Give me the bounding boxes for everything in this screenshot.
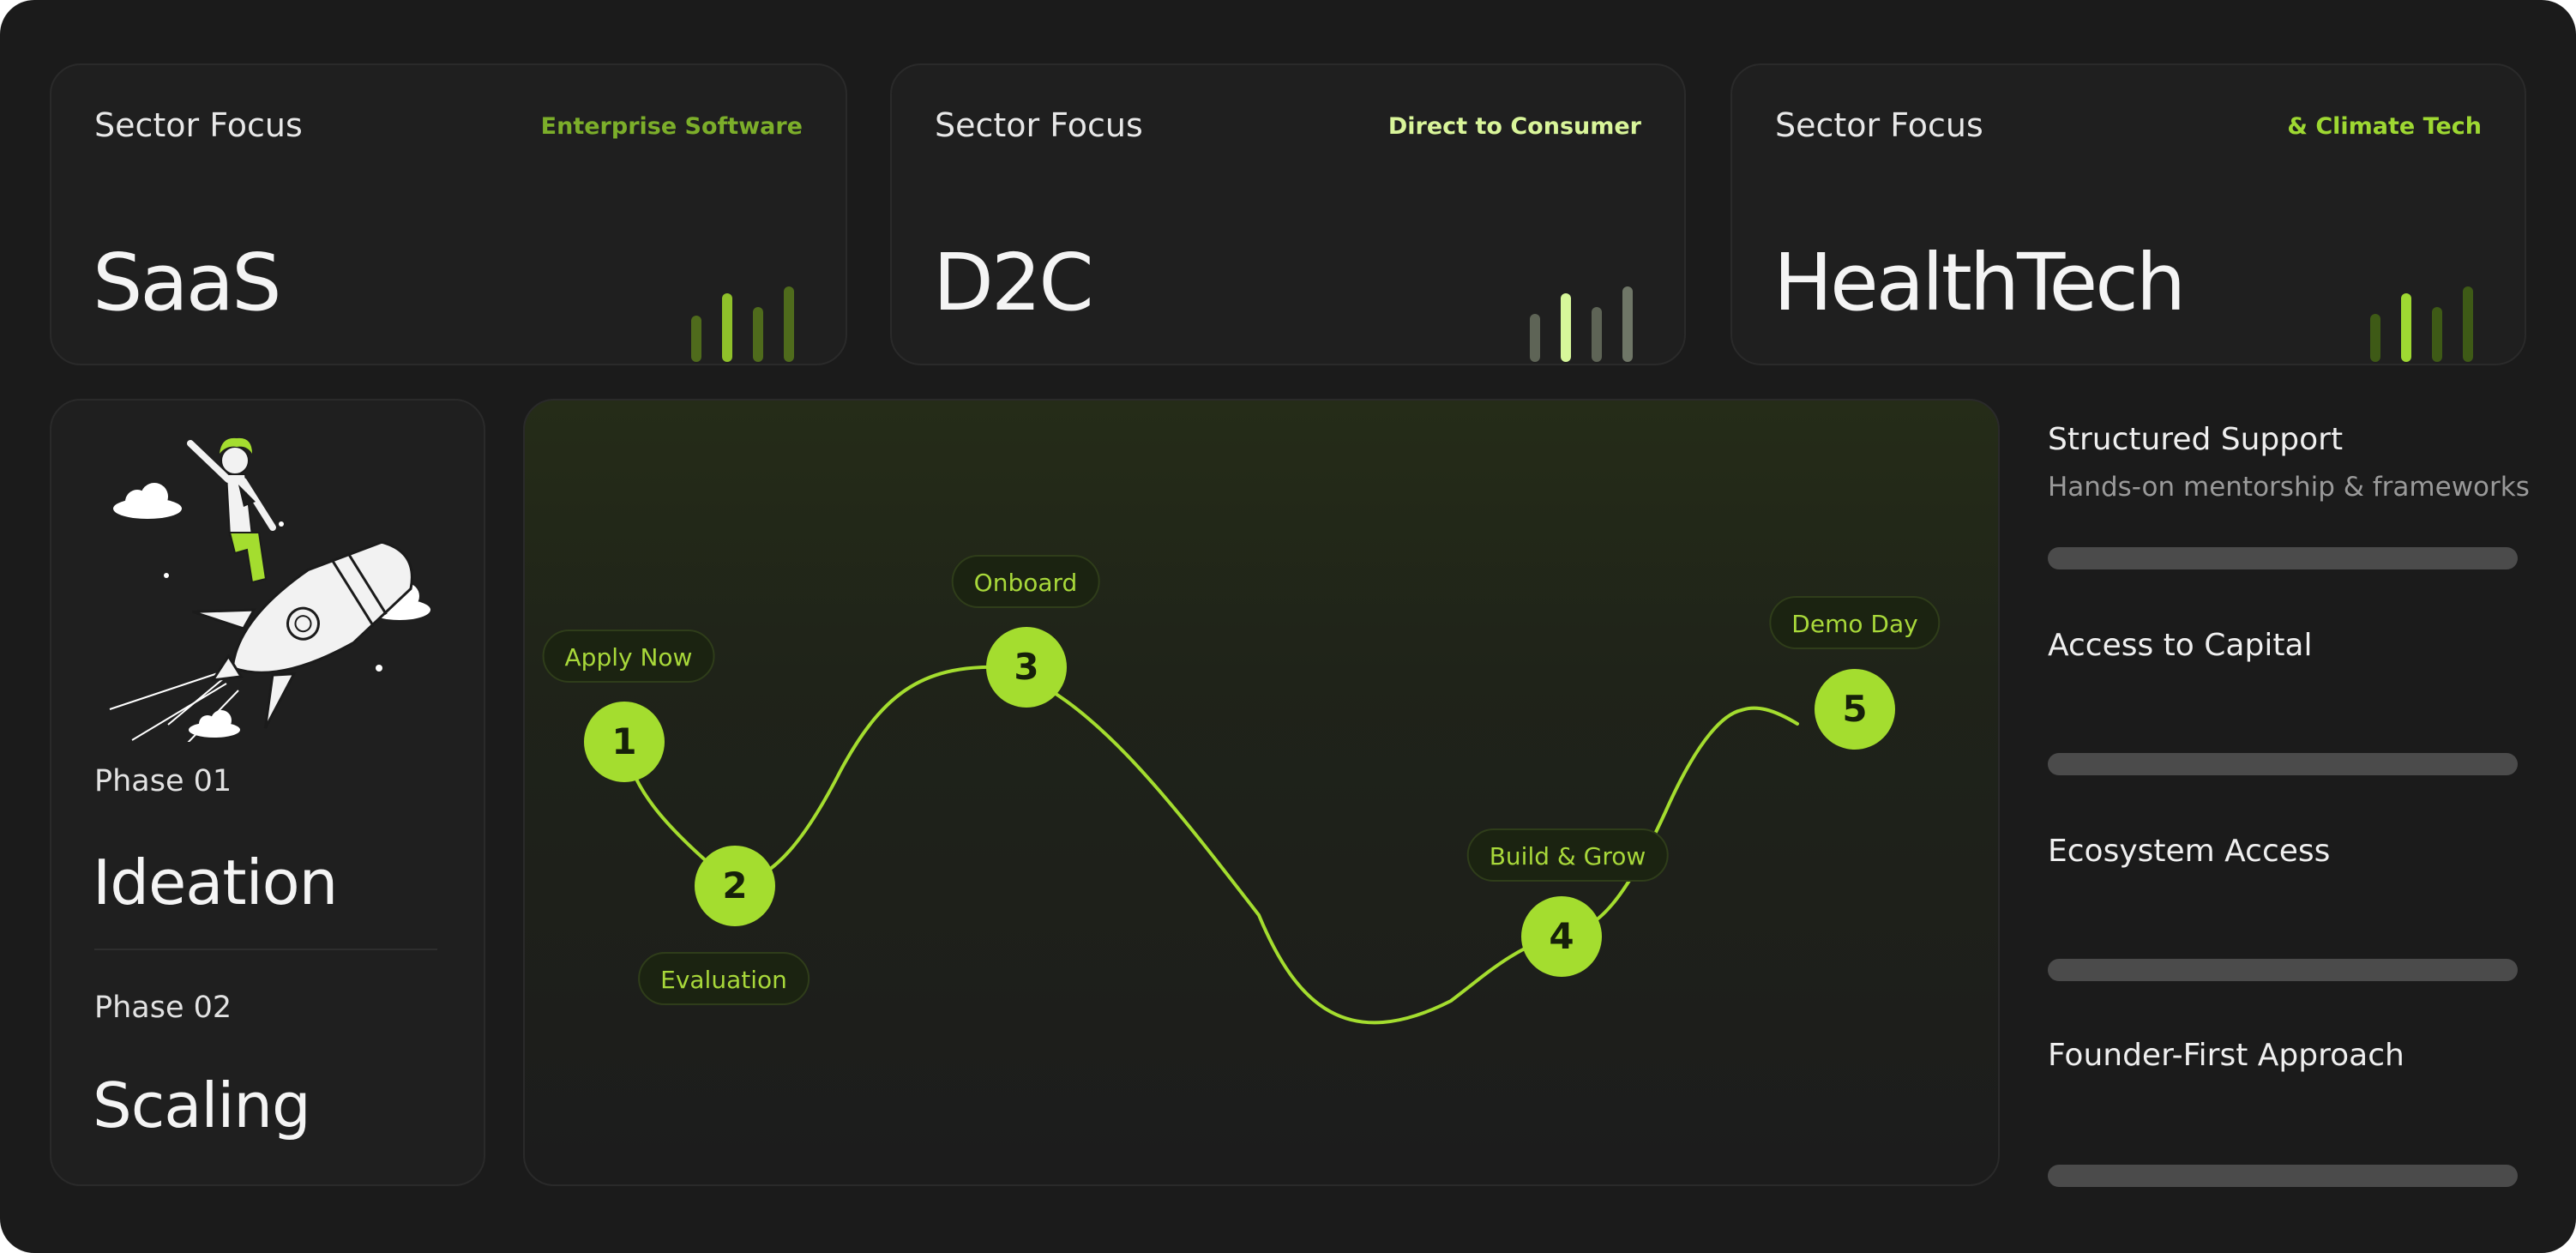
- step-node-5[interactable]: 5: [1815, 669, 1895, 750]
- cloud-icon: [189, 710, 240, 738]
- step-node-4[interactable]: 4: [1521, 896, 1602, 977]
- founder-icon: [187, 437, 276, 584]
- feature-progress-bar: [2048, 753, 2518, 775]
- feature-title-ecosystem-access: Ecosystem Access: [2048, 834, 2331, 869]
- step-pill-demo-day[interactable]: Demo Day: [1769, 596, 1941, 649]
- phase-card: Phase 01 Ideation Phase 02 Scaling: [50, 399, 485, 1186]
- journey-path: [622, 665, 1799, 1025]
- feature-progress-bar: [2048, 1165, 2518, 1187]
- sector-name: D2C: [933, 237, 1094, 328]
- step-pill-build-grow[interactable]: Build & Grow: [1466, 828, 1669, 882]
- rocket-illustration: [109, 437, 430, 742]
- step-node-1[interactable]: 1: [584, 702, 665, 782]
- sector-name: SaaS: [93, 237, 282, 328]
- sector-tag: & Climate Tech: [2287, 113, 2482, 140]
- sector-tag: Direct to Consumer: [1387, 113, 1641, 140]
- feature-progress-bar: [2048, 547, 2518, 569]
- feature-title-access-to-capital: Access to Capital: [2048, 628, 2313, 663]
- feature-title-founder-first: Founder-First Approach: [2048, 1038, 2404, 1073]
- signal-bars-icon: [2370, 225, 2478, 362]
- signal-bars-icon: [1530, 225, 1638, 362]
- phase-title: Ideation: [93, 846, 338, 919]
- sector-label: Sector Focus: [935, 106, 1143, 144]
- signal-bars-icon: [691, 225, 799, 362]
- phase-label: Phase 01: [94, 764, 232, 798]
- step-pill-evaluation[interactable]: Evaluation: [638, 952, 810, 1005]
- phase-label: Phase 02: [94, 991, 232, 1025]
- feature-title-structured-support: Structured Support: [2048, 422, 2344, 457]
- sector-tag: Enterprise Software: [540, 113, 803, 140]
- step-pill-onboard[interactable]: Onboard: [951, 555, 1100, 608]
- feature-progress-bar: [2048, 959, 2518, 981]
- step-node-3[interactable]: 3: [986, 627, 1067, 708]
- sector-label: Sector Focus: [1775, 106, 1983, 144]
- sector-card-d2c[interactable]: Sector Focus Direct to Consumer D2C: [890, 63, 1686, 365]
- sector-label: Sector Focus: [94, 106, 303, 144]
- feature-subtitle: Hands-on mentorship & frameworks: [2048, 472, 2530, 503]
- sector-card-healthtech[interactable]: Sector Focus & Climate Tech HealthTech: [1730, 63, 2526, 365]
- sector-name: HealthTech: [1773, 237, 2186, 328]
- phase-divider: [94, 949, 437, 950]
- step-node-2[interactable]: 2: [695, 846, 775, 926]
- step-pill-apply-now[interactable]: Apply Now: [542, 630, 715, 683]
- journey-card: Apply Now 1 2 Evaluation Onboard 3 Build…: [523, 399, 2000, 1186]
- cloud-icon: [113, 483, 182, 519]
- sector-card-saas[interactable]: Sector Focus Enterprise Software SaaS: [50, 63, 847, 365]
- phase-title: Scaling: [93, 1069, 311, 1142]
